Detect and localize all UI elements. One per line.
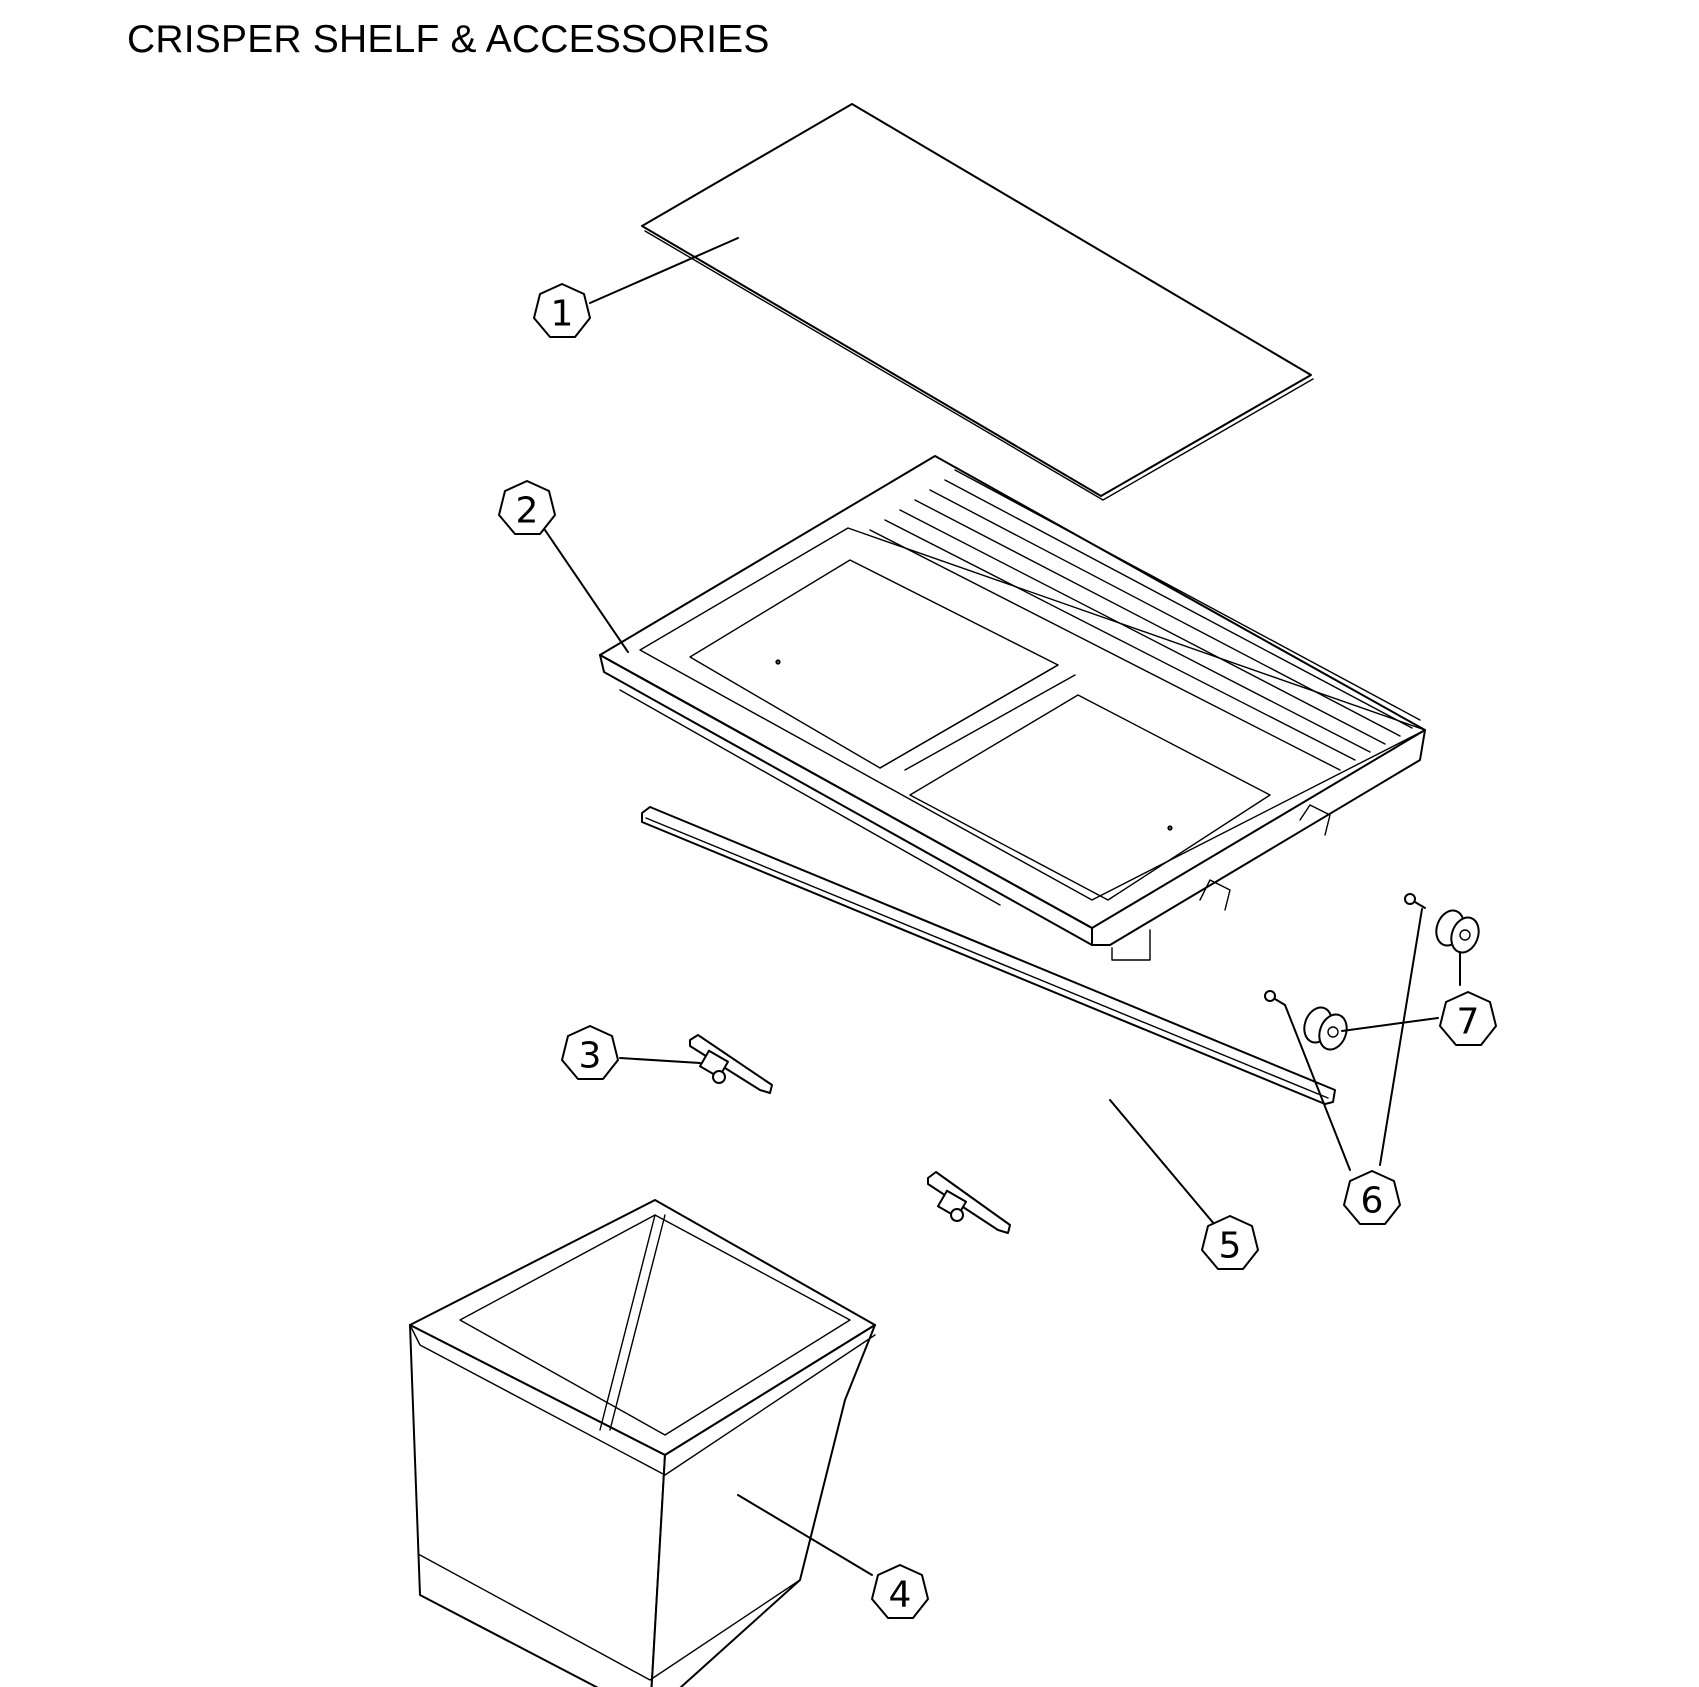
svg-text:3: 3	[579, 1036, 602, 1077]
roller-part	[1303, 909, 1480, 1051]
svg-text:1: 1	[551, 294, 574, 335]
svg-text:5: 5	[1219, 1226, 1242, 1267]
drawer-slide-part	[689, 1034, 773, 1094]
crisper-cover-frame-part	[599, 455, 1426, 961]
page-title: CRISPER SHELF & ACCESSORIES	[127, 18, 770, 61]
callout-7: 7	[1439, 991, 1497, 1046]
glass-shelf-part	[641, 103, 1314, 501]
svg-text:4: 4	[889, 1575, 912, 1616]
drawer-slide-part-2	[927, 1171, 1011, 1234]
callout-6: 6	[1343, 1170, 1401, 1225]
cover-trim-strip-part	[641, 806, 1336, 1105]
callout-3: 3	[561, 1025, 619, 1080]
screw-part	[1264, 893, 1426, 1006]
svg-text:6: 6	[1361, 1181, 1384, 1222]
crisper-drawer-part	[409, 1199, 876, 1687]
leader-lines	[544, 237, 1461, 1576]
callout-1: 1	[533, 283, 591, 338]
callout-5: 5	[1201, 1215, 1259, 1270]
callout-2: 2	[498, 480, 556, 535]
svg-text:7: 7	[1457, 1002, 1480, 1043]
svg-text:2: 2	[516, 491, 539, 532]
callout-4: 4	[871, 1564, 929, 1619]
